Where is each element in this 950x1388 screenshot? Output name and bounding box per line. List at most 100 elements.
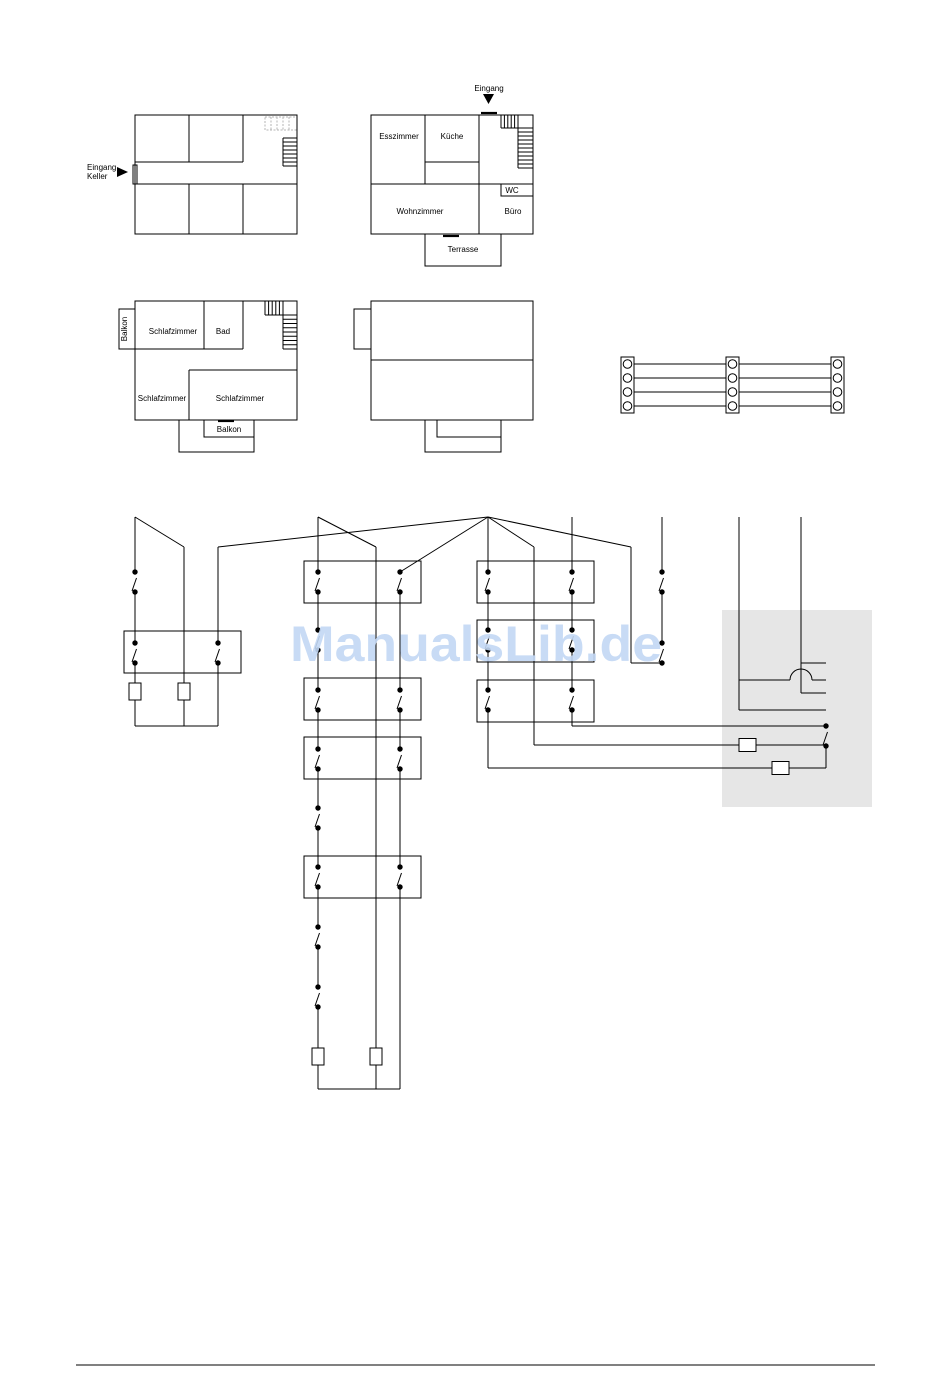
switch-contact (132, 640, 138, 665)
switch-contact (569, 569, 575, 594)
contact-lever (132, 578, 137, 591)
terminal-screw (728, 360, 737, 369)
watermark: ManualsLib.de (290, 616, 662, 672)
room-label-esszimmer: Esszimmer (379, 132, 419, 141)
fuse (312, 1048, 324, 1065)
switch-contact (659, 569, 665, 594)
entrance-arrow-icon (483, 94, 494, 104)
switch-contact (315, 864, 321, 889)
floorplan-dachgeschoss (354, 301, 533, 452)
room-label-balkon-side: Balkon (120, 317, 129, 341)
contact-lever (659, 578, 664, 591)
contact-dot (397, 746, 402, 751)
contact-dot (397, 687, 402, 692)
terminal-screw (833, 388, 842, 397)
terminal-screw (623, 374, 632, 383)
floorplan-obergeschoss: Balkon Schlafzimmer Bad Schlafzimmer Sch… (119, 301, 297, 452)
contact-lever (397, 578, 402, 591)
room-label-balkon: Balkon (217, 425, 241, 434)
terminal-screw (728, 374, 737, 383)
entrance-label: Eingang (87, 163, 116, 172)
contact-dot (315, 924, 320, 929)
switch-contact (315, 984, 321, 1009)
floorplan-erdgeschoss: Eingang Esszimmer Küche WC Wohnzimmer Bü… (371, 84, 533, 266)
switch-contact (397, 746, 403, 771)
switch-contact (485, 687, 491, 712)
contact-dot (132, 640, 137, 645)
terminal-screw (623, 402, 632, 411)
terminal-screw (728, 388, 737, 397)
contact-dot (315, 984, 320, 989)
contact-lever (485, 696, 490, 709)
switch-contact (132, 569, 138, 594)
contact-dot (315, 569, 320, 574)
wire (318, 517, 376, 547)
contact-dot (485, 687, 490, 692)
terminal-screw (833, 374, 842, 383)
lower-outline (425, 420, 501, 452)
contact-dot (215, 640, 220, 645)
side-annex (354, 309, 371, 349)
terminal-screw (623, 388, 632, 397)
switch-contact (485, 569, 491, 594)
stair-above (265, 117, 297, 130)
switch-contact (397, 687, 403, 712)
switch-contact (397, 569, 403, 594)
contact-dot (132, 569, 137, 574)
contact-lever (315, 993, 320, 1006)
contact-dot (569, 569, 574, 574)
relay-box (477, 561, 594, 603)
terminal-screw (623, 360, 632, 369)
switch-contact (397, 864, 403, 889)
relay-box (304, 737, 421, 779)
contact-dot (315, 805, 320, 810)
contact-lever (315, 814, 320, 827)
room-label-wohnzimmer: Wohnzimmer (397, 207, 444, 216)
relay-box (304, 678, 421, 720)
terminal-screw (833, 360, 842, 369)
contact-lever (569, 578, 574, 591)
contact-lever (397, 696, 402, 709)
contact-dot (823, 723, 828, 728)
contact-dot (659, 569, 664, 574)
relay-box (124, 631, 241, 673)
contact-lever (132, 649, 137, 662)
entrance-label: Eingang (474, 84, 503, 93)
switch-contact (315, 746, 321, 771)
building-outline (135, 115, 297, 234)
switch-contact (315, 569, 321, 594)
contact-lever (315, 755, 320, 768)
room-label-wc: WC (505, 186, 519, 195)
floorplan-keller: Eingang Keller (87, 115, 297, 234)
relay-box (304, 856, 421, 898)
contact-lever (569, 696, 574, 709)
contact-lever (315, 696, 320, 709)
lower-inner (437, 420, 501, 437)
contact-dot (315, 687, 320, 692)
wire (135, 517, 184, 547)
contact-dot (315, 746, 320, 751)
room-label-buero: Büro (505, 207, 522, 216)
relay-box (477, 680, 594, 722)
contact-lever (315, 873, 320, 886)
contact-lever (315, 578, 320, 591)
contact-lever (315, 933, 320, 946)
fuse (772, 762, 789, 775)
fuse (739, 739, 756, 752)
switch-contact (315, 924, 321, 949)
fuse (370, 1048, 382, 1065)
contact-lever (215, 649, 220, 662)
room-label-kueche: Küche (441, 132, 464, 141)
shaded-area (722, 610, 872, 807)
terminal-screw (833, 402, 842, 411)
entrance-sublabel: Keller (87, 172, 108, 181)
switch-contact (569, 687, 575, 712)
contact-lever (485, 578, 490, 591)
terminal-strip-diagram (621, 357, 844, 413)
contact-dot (485, 569, 490, 574)
contact-dot (397, 864, 402, 869)
room-label-schlafzimmer-1: Schlafzimmer (149, 327, 198, 336)
switch-contact (315, 687, 321, 712)
contact-dot (569, 687, 574, 692)
fuse (178, 683, 190, 700)
